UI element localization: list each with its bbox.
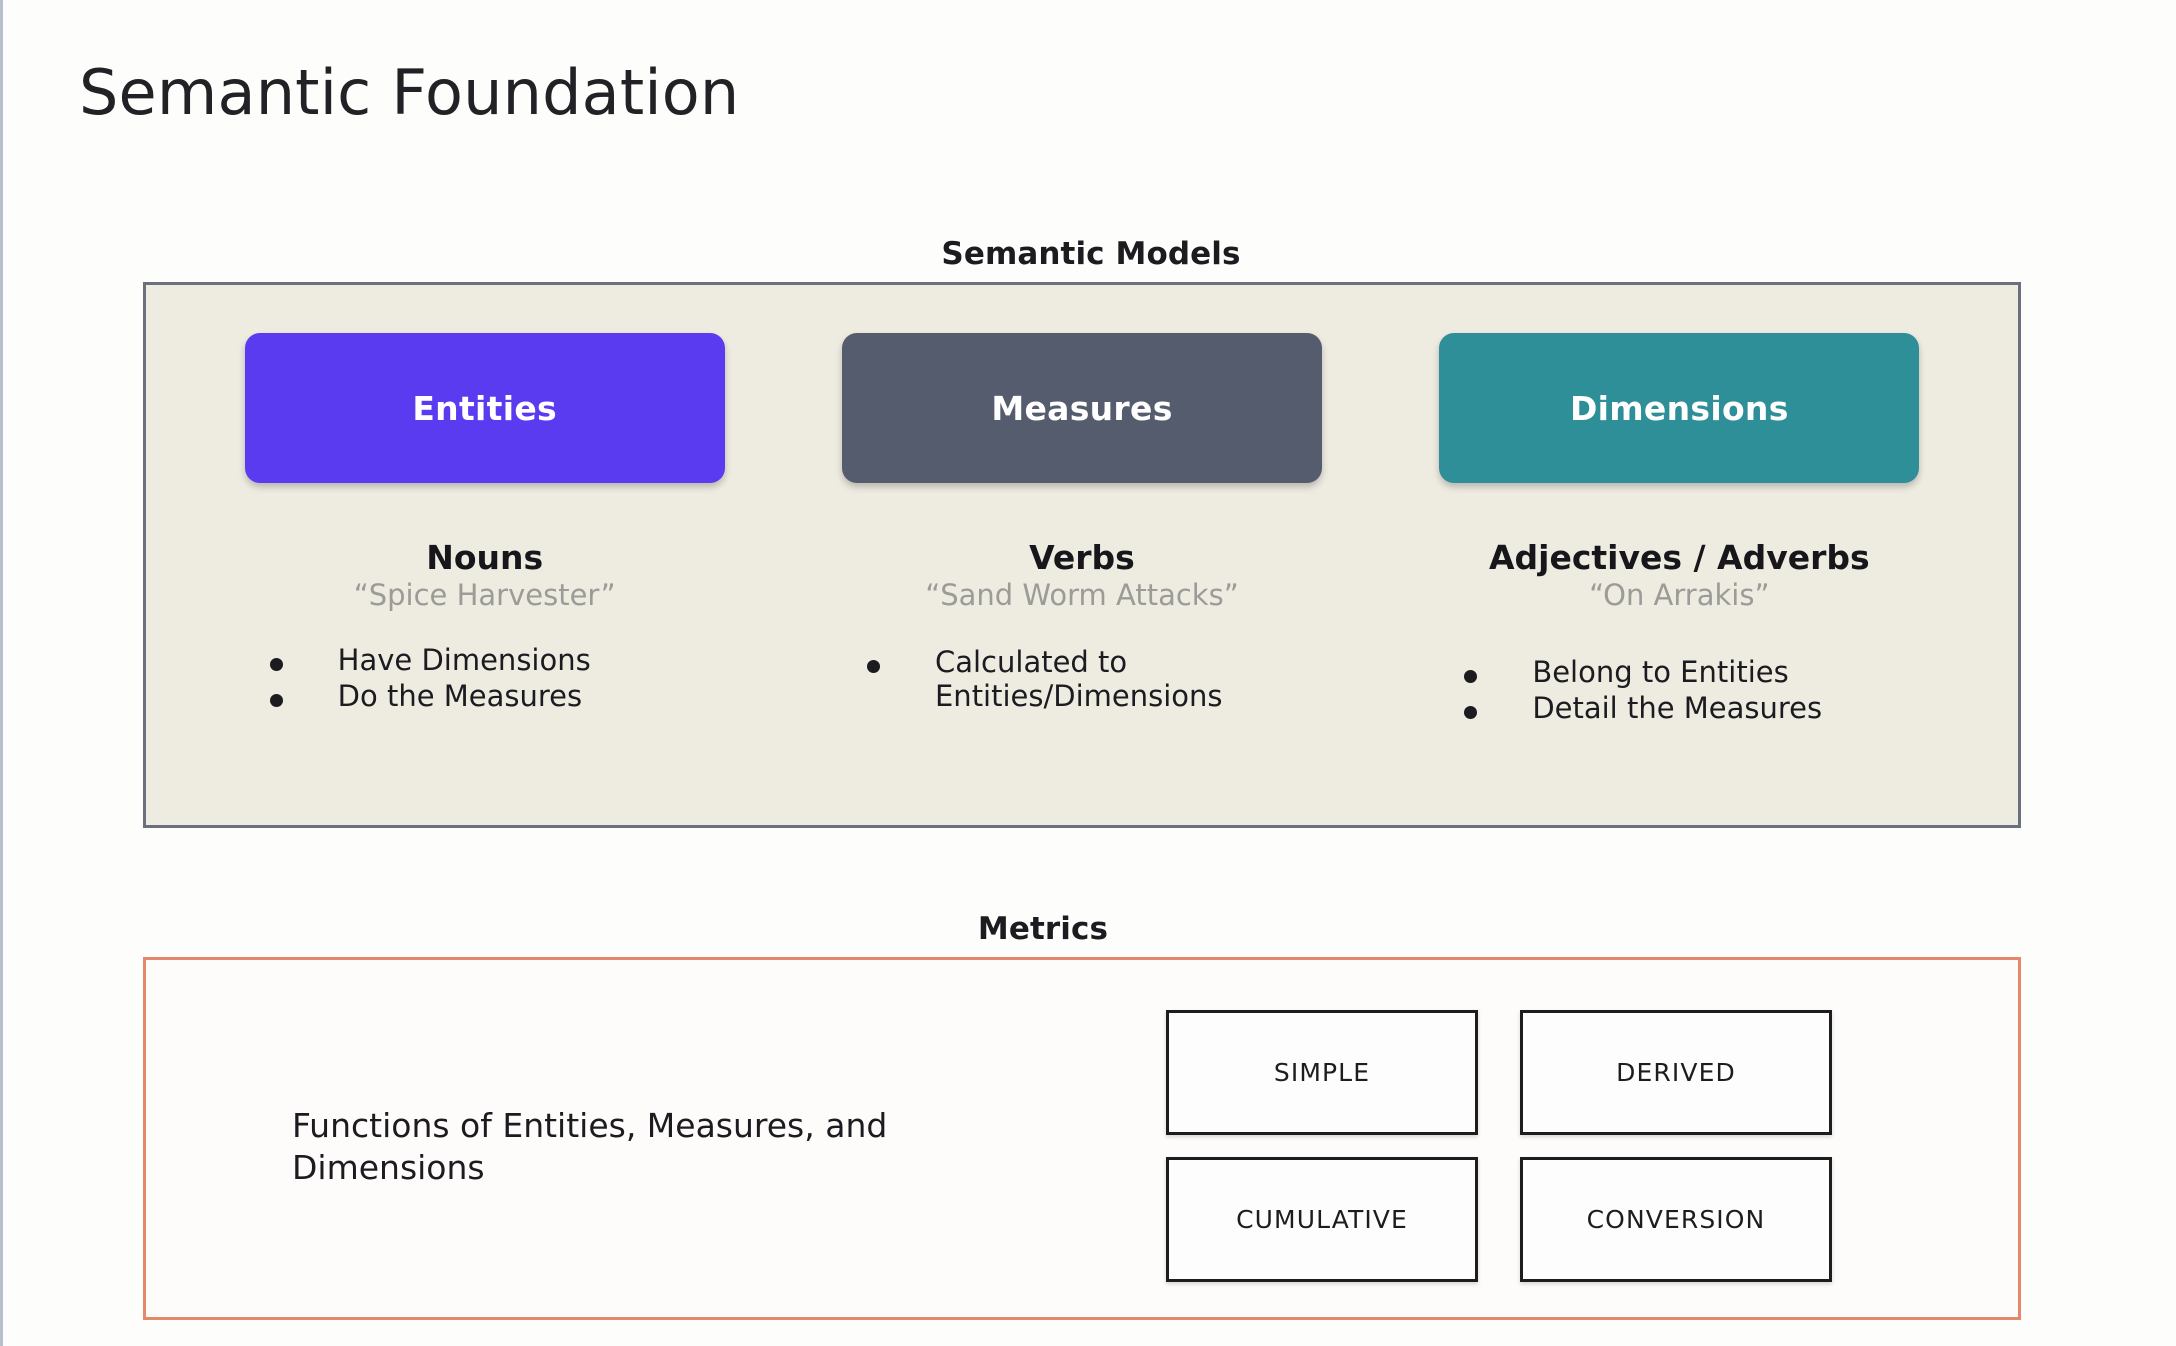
bullet-list-measures: Calculated to Entities/Dimensions — [783, 645, 1380, 715]
bullet-dot-icon — [1464, 669, 1478, 683]
example-dimensions: “On Arrakis” — [1589, 577, 1770, 612]
part-of-speech-adjectives-adverbs: Adjectives / Adverbs — [1488, 538, 1870, 577]
metric-type-cumulative[interactable]: CUMULATIVE — [1166, 1157, 1478, 1282]
semantic-models-columns: Entities Nouns “Spice Harvester” Have Di… — [146, 285, 2018, 825]
list-item: Have Dimensions — [269, 642, 700, 677]
semantic-models-heading: Semantic Models — [941, 236, 1241, 272]
part-of-speech-verbs: Verbs — [1029, 538, 1135, 577]
bullet-text: Calculated to Entities/Dimensions — [934, 644, 1223, 713]
semantic-model-column-entities: Entities Nouns “Spice Harvester” Have Di… — [186, 333, 783, 825]
metrics-panel: Functions of Entities, Measures, and Dim… — [143, 957, 2021, 1320]
bullet-dot-icon — [269, 693, 283, 707]
metric-type-conversion[interactable]: CONVERSION — [1520, 1157, 1832, 1282]
semantic-model-column-measures: Measures Verbs “Sand Worm Attacks” Calcu… — [783, 333, 1380, 825]
example-entities: “Spice Harvester” — [353, 577, 616, 612]
metrics-type-grid: SIMPLE DERIVED CUMULATIVE CONVERSION — [1166, 1010, 1832, 1282]
bullet-text: Have Dimensions — [337, 642, 591, 677]
metric-type-derived[interactable]: DERIVED — [1520, 1010, 1832, 1135]
bullet-dot-icon — [1464, 705, 1478, 719]
list-item: Detail the Measures — [1464, 691, 1894, 725]
bullet-dot-icon — [269, 657, 283, 671]
list-item: Belong to Entities — [1464, 655, 1894, 689]
bullet-text: Belong to Entities — [1532, 654, 1789, 689]
bullet-text: Do the Measures — [337, 678, 583, 713]
bullet-dot-icon — [866, 659, 880, 673]
bullet-list-entities: Have Dimensions Do the Measures — [186, 643, 783, 715]
metrics-heading: Metrics — [977, 911, 1109, 947]
bullet-list-dimensions: Belong to Entities Detail the Measures — [1381, 655, 1978, 727]
chip-entities[interactable]: Entities — [244, 333, 725, 483]
page-title: Semantic Foundation — [79, 56, 740, 129]
chip-dimensions[interactable]: Dimensions — [1439, 333, 1920, 483]
example-measures: “Sand Worm Attacks” — [925, 577, 1239, 612]
semantic-models-panel: Entities Nouns “Spice Harvester” Have Di… — [143, 282, 2021, 828]
bullet-text: Detail the Measures — [1532, 690, 1823, 725]
semantic-model-column-dimensions: Dimensions Adjectives / Adverbs “On Arra… — [1381, 333, 1978, 825]
part-of-speech-nouns: Nouns — [426, 538, 544, 577]
metric-type-simple[interactable]: SIMPLE — [1166, 1010, 1478, 1135]
chip-measures[interactable]: Measures — [841, 333, 1322, 483]
list-item: Do the Measures — [269, 678, 700, 713]
metrics-description: Functions of Entities, Measures, and Dim… — [292, 1106, 888, 1188]
list-item: Calculated to Entities/Dimensions — [866, 644, 1297, 713]
